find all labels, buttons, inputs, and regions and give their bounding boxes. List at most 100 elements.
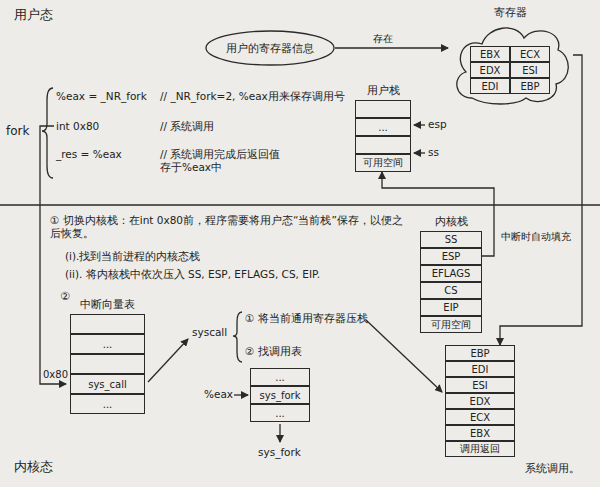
stack-cell: EBX	[470, 46, 510, 62]
routine-name: syscall	[192, 326, 227, 339]
stack-cell: EBP	[445, 345, 515, 361]
cell-text: ...	[275, 372, 285, 383]
esp-pointer	[414, 124, 425, 125]
fork-bracket	[42, 88, 53, 178]
pointer-label: ss	[428, 146, 439, 159]
code-comment: // 系统调用	[160, 120, 214, 133]
dispatch-arrow	[279, 424, 280, 442]
int-leader	[40, 126, 66, 384]
section-caption: 系统调用。	[525, 462, 580, 475]
ss-pointer	[414, 152, 425, 153]
step-note: ① 将当前通用寄存器压栈	[245, 312, 368, 325]
ellipse-shape	[206, 31, 334, 65]
cell-text: EDX	[480, 65, 501, 76]
cell-text: CS	[444, 285, 457, 296]
stack-cell: 调用返回	[445, 441, 515, 457]
step-note: (ii). 将内核栈中依次压入 SS, ESP, EFLAGS, CS, EIP…	[65, 268, 320, 281]
routine-name: sys_fork	[258, 446, 301, 459]
cell-text: EBP	[520, 81, 539, 92]
kernel-stack: 内核栈 SS ESP EFLAGS CS EIP 可用空间	[420, 215, 482, 333]
connector	[335, 47, 448, 48]
stack-cell: 可用空间	[355, 154, 411, 172]
mode-divider	[0, 204, 600, 205]
stack-cell: SS	[420, 231, 482, 248]
connector-label: 中断时自动填充	[500, 230, 572, 243]
pointer-label: %eax	[204, 388, 233, 401]
cell-text: ...	[275, 408, 285, 419]
cloud-shape	[457, 28, 568, 104]
cell-text: EDI	[472, 364, 489, 375]
stack-cell: EBP	[510, 78, 550, 94]
stack-cell: ...	[355, 118, 411, 136]
step-note: (i).找到当前进程的内核态栈	[65, 250, 200, 263]
cell-text: EBP	[470, 348, 489, 359]
cell-text: ESI	[522, 65, 538, 76]
code-comment: // _NR_fork=2, %eax用来保存调用号	[160, 90, 345, 103]
stack-cell: ...	[70, 394, 145, 414]
stack-heading: 用户栈	[355, 84, 411, 98]
stack-cell-empty	[355, 100, 411, 118]
stack-cell: EDI	[445, 361, 515, 377]
cell-text: SS	[445, 234, 458, 245]
cell-text: EDX	[470, 396, 491, 407]
stack-cell: EFLAGS	[420, 265, 482, 282]
cell-text: ...	[378, 122, 388, 133]
vector-number: 0x80	[43, 368, 68, 381]
code-line: int 0x80	[56, 120, 99, 133]
stack-cell: ESP	[420, 248, 482, 265]
cell-text: EIP	[443, 302, 458, 313]
cell-text: ...	[103, 399, 113, 410]
cell-text: 可用空间	[363, 156, 403, 170]
cell-text: EBX	[480, 49, 500, 60]
syscall-brace	[233, 312, 242, 362]
step-note: ② 找调用表	[245, 345, 302, 358]
stack-cell: sys_call	[70, 374, 145, 394]
cell-text: 调用返回	[460, 442, 500, 456]
stack-cell-empty	[355, 136, 411, 154]
cell-text: 可用空间	[431, 318, 471, 332]
stack-cell-empty	[70, 314, 145, 334]
callout-number: ②	[60, 290, 70, 303]
code-line: _res = %eax	[56, 148, 122, 161]
stack-cell: ...	[250, 368, 310, 386]
eax-pointer	[234, 394, 248, 395]
pointer-label: esp	[428, 118, 447, 131]
step-note: ① 切换内核栈：在int 0x80前，程序需要将用户态“当前栈”保存，以便之后恢…	[50, 214, 412, 240]
cell-text: ESI	[472, 380, 488, 391]
user-stack: 用户栈... 可用空间	[355, 84, 411, 172]
cell-text: ECX	[470, 412, 490, 423]
stack-cell: ECX	[510, 46, 550, 62]
cell-text: ...	[103, 339, 113, 350]
stack-cell: ESI	[510, 62, 550, 78]
stack-cell: ESI	[445, 377, 515, 393]
stack-cell: EIP	[420, 299, 482, 316]
stack-cell: sys_fork	[250, 386, 310, 404]
stack-cell: EBX	[445, 425, 515, 441]
stack-heading: 中断向量表	[70, 298, 145, 312]
vector-table: 中断向量表... sys_call...	[70, 298, 145, 414]
register-cloud: 寄存器 EBX ECX EDX ESI EDI EBP	[448, 6, 573, 106]
stack-cell: EDX	[470, 62, 510, 78]
cell-text: EBX	[470, 428, 490, 439]
stack-cell: ...	[70, 334, 145, 354]
code-line: %eax = _NR_fork	[56, 90, 147, 103]
stack-cell: EDX	[445, 393, 515, 409]
ellipse-text: 用户的寄存器信息	[226, 41, 314, 56]
syscall-arrow	[148, 339, 188, 382]
stack-cell-empty	[70, 354, 145, 374]
cloud-heading: 寄存器	[448, 6, 573, 20]
code-comment: // 系统调用完成后返回值 存于%eax中	[160, 148, 288, 174]
stack-cell: ...	[250, 404, 310, 422]
cell-text: sys_fork	[260, 390, 301, 401]
stack-heading: 内核栈	[420, 215, 482, 229]
cell-text: EDI	[482, 81, 499, 92]
cell-text: ECX	[520, 49, 540, 60]
mode-title: 用户态	[14, 8, 53, 21]
function-name: fork	[6, 125, 29, 138]
cell-text: sys_call	[88, 379, 127, 390]
cell-text: ESP	[442, 251, 461, 262]
mode-title: 内核态	[14, 460, 53, 473]
info-ellipse: 用户的寄存器信息	[205, 30, 335, 66]
stack-cell: EDI	[470, 78, 510, 94]
